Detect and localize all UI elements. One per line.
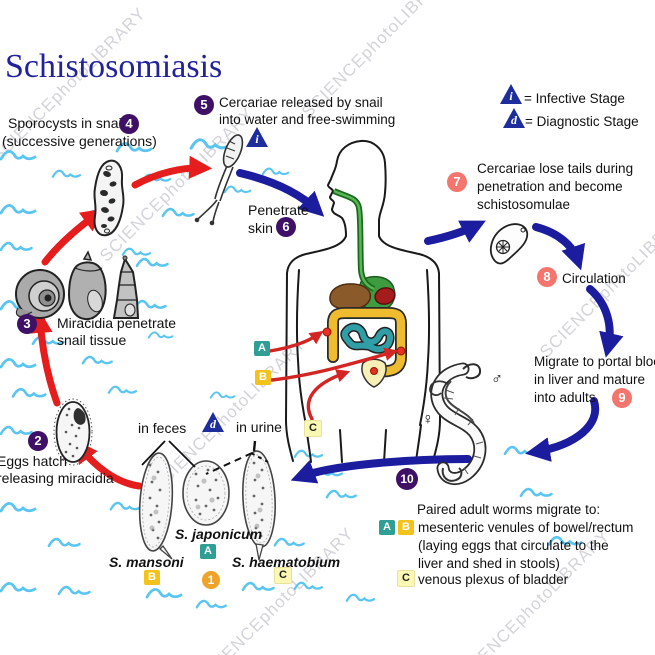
- step6-marker: 6: [276, 217, 296, 237]
- cercaria-drawing: [194, 134, 244, 226]
- site-b-tag: B: [255, 370, 271, 385]
- site-a-tag: A: [254, 341, 270, 356]
- step1-marker: 1: [202, 571, 220, 589]
- step7-marker: 7: [447, 172, 467, 192]
- site-arrows: [268, 330, 399, 421]
- species-japonicum-label: S. japonicum: [175, 526, 263, 542]
- arrow-3-to-4: [41, 208, 105, 266]
- step2-marker: 2: [28, 431, 48, 451]
- egg-mansoni-drawing: [138, 452, 174, 560]
- step4-label-line2: (successive generations): [2, 133, 157, 149]
- arrow-5-to-6: [236, 169, 325, 217]
- step10-marker: 10: [396, 468, 418, 490]
- step6-label-line1: Penetrate: [248, 202, 309, 218]
- site-a-tag: A: [200, 544, 216, 559]
- egg-japonicum-drawing: [182, 460, 230, 526]
- site-c-tag: C: [397, 570, 415, 587]
- egg-haematobium-drawing: [242, 450, 276, 561]
- step9-label-line2: in liver and mature: [534, 372, 646, 387]
- arrow-site-c: [306, 369, 351, 421]
- arrow-8-to-9: [586, 285, 624, 358]
- male-symbol: ♂: [491, 371, 503, 388]
- site-c-tag: C: [274, 567, 292, 584]
- step9-label-line3: into adults: [534, 390, 596, 405]
- navy-arrows: [236, 169, 624, 484]
- site-b-tag: B: [398, 520, 414, 535]
- arrow-7-to-8: [532, 223, 586, 271]
- step4-label-line1: Sporocysts in snail: [8, 115, 125, 131]
- infective-stage-icon: i: [500, 84, 522, 104]
- schistosomula-drawing: [489, 223, 529, 265]
- step10-label-line4: liver and shed in stools): [418, 556, 560, 571]
- arrow-worms-to-eggs: [290, 455, 472, 484]
- step10-label-line2: mesenteric venules of bowel/rectum: [418, 520, 634, 535]
- step3-label-line2: snail tissue: [57, 332, 127, 348]
- step5-label-line2: into water and free-swimming: [219, 112, 396, 127]
- step5-marker: 5: [194, 95, 214, 115]
- step6-label-line2: skin: [248, 220, 273, 236]
- site-dot: [396, 346, 406, 356]
- sporocyst-drawing: [93, 159, 125, 237]
- step9-marker: 9: [612, 388, 632, 408]
- female-symbol: ♀: [422, 411, 434, 428]
- internal-organs: [322, 188, 407, 388]
- step10-label-line1: Paired adult worms migrate to:: [417, 502, 601, 517]
- in-feces-label: in feces: [138, 420, 187, 436]
- hatching-egg-drawing: [53, 398, 93, 466]
- esophagus: [332, 188, 376, 292]
- site-dot: [370, 367, 378, 375]
- step8-marker: 8: [537, 267, 557, 287]
- species-mansoni-label: S. mansoni: [109, 554, 184, 570]
- step10-label-line5: venous plexus of bladder: [418, 572, 569, 587]
- site-dot: [322, 327, 332, 337]
- legend-infective-label: = Infective Stage: [524, 91, 625, 106]
- arrow-9-to-worms: [525, 397, 600, 462]
- step3-label-line1: Miracidia penetrate: [57, 315, 177, 331]
- page-title: Schistosomiasis: [5, 48, 223, 85]
- step4-marker: 4: [119, 114, 139, 134]
- species-haematobium-label: S. haematobium: [232, 554, 341, 570]
- human-figure: [285, 139, 441, 463]
- step8-label: Circulation: [562, 271, 626, 286]
- adult-worms-drawing: ♂ ♀: [422, 362, 503, 485]
- step2-label-line1: Eggs hatch: [0, 453, 68, 469]
- step9-label-line1: Migrate to portal blood: [534, 354, 655, 369]
- arrow-4-to-5: [131, 155, 213, 189]
- step7-label-line3: schistosomulae: [477, 197, 571, 212]
- site-a-tag: A: [379, 520, 395, 535]
- snails-drawing: [15, 250, 140, 321]
- arrow-site-a: [268, 330, 324, 353]
- step5-label-line1: Cercariae released by snail: [219, 95, 383, 110]
- legend-diagnostic-label: = Diagnostic Stage: [525, 114, 639, 129]
- step10-label-line3: (laying eggs that circulate to the: [418, 538, 609, 553]
- route-connectors: [141, 440, 269, 475]
- spleen: [374, 287, 396, 305]
- step2-label-line2: releasing miracidia: [0, 470, 114, 486]
- in-urine-label: in urine: [236, 419, 282, 435]
- step7-label-line1: Cercariae lose tails during: [477, 161, 634, 176]
- step7-label-line2: penetration and become: [477, 179, 623, 194]
- diagnostic-stage-icon: d: [202, 412, 224, 432]
- arrow-2-to-3: [29, 309, 61, 407]
- site-b-tag: B: [144, 570, 160, 585]
- site-c-tag: C: [304, 420, 322, 437]
- liver: [329, 283, 372, 311]
- infective-stage-icon: i: [246, 127, 268, 147]
- arrow-site-b: [270, 347, 399, 382]
- diagnostic-stage-icon: d: [503, 108, 525, 128]
- arrow-6-to-7: [424, 220, 486, 245]
- step3-marker: 3: [17, 314, 37, 334]
